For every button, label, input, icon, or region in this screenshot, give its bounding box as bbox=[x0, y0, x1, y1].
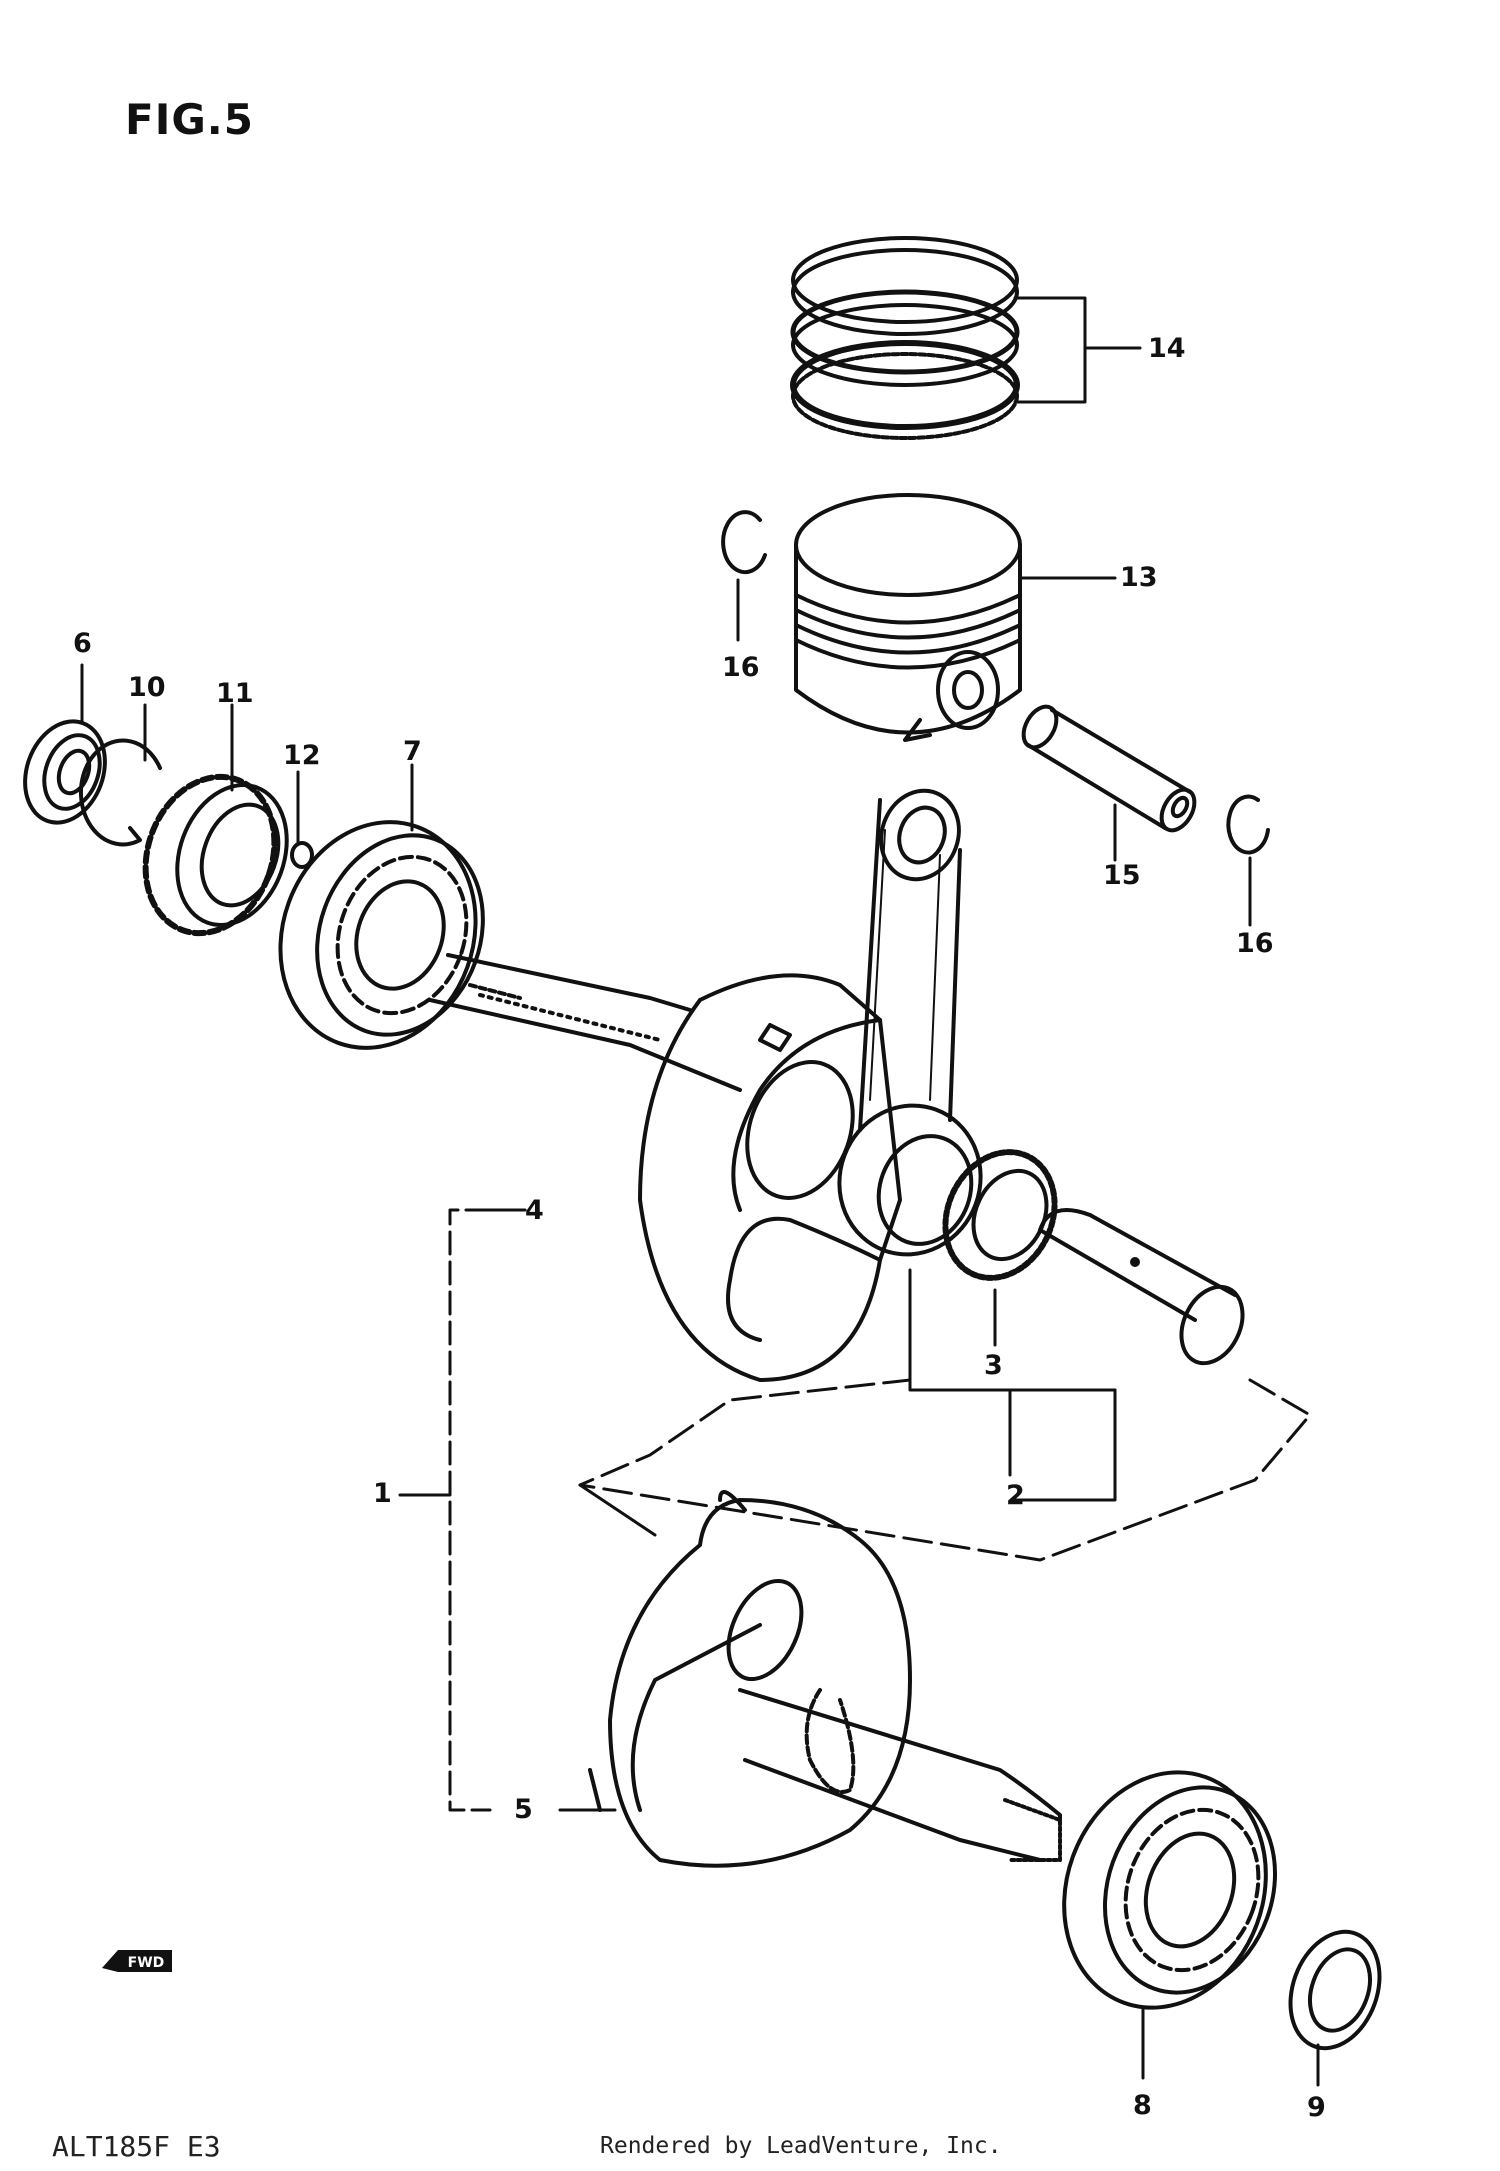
callout-16-left: 16 bbox=[722, 652, 760, 683]
oil-seal-left bbox=[23, 719, 107, 825]
callout-10: 10 bbox=[128, 672, 166, 703]
fwd-arrow-icon: FWD bbox=[102, 1950, 172, 1972]
fwd-label: FWD bbox=[128, 1955, 165, 1971]
callout-15: 15 bbox=[1103, 860, 1141, 891]
callout-12: 12 bbox=[283, 740, 321, 771]
crank-gear bbox=[142, 773, 289, 937]
callout-8: 8 bbox=[1133, 2090, 1152, 2121]
piston-rings bbox=[790, 236, 1020, 440]
callout-1: 1 bbox=[373, 1478, 392, 1509]
piston-pin bbox=[1021, 704, 1197, 833]
callout-13: 13 bbox=[1120, 562, 1158, 593]
callout-4: 4 bbox=[525, 1195, 544, 1226]
woodruff-key bbox=[290, 841, 314, 869]
crankshaft-left-half bbox=[588, 1490, 1062, 1868]
figure-title: FIG.5 bbox=[125, 95, 254, 144]
piston bbox=[794, 493, 1022, 742]
callout-6: 6 bbox=[73, 628, 92, 659]
circlip-right bbox=[1226, 794, 1270, 855]
callout-7: 7 bbox=[403, 736, 422, 767]
callout-2: 2 bbox=[1006, 1480, 1025, 1511]
leader-14 bbox=[1013, 296, 1087, 404]
crank-pin bbox=[1038, 1208, 1245, 1366]
callout-9: 9 bbox=[1307, 2092, 1326, 2123]
callout-14: 14 bbox=[1148, 333, 1186, 364]
callout-16-right: 16 bbox=[1236, 928, 1274, 959]
bearing-right bbox=[1062, 1770, 1278, 2010]
callout-11: 11 bbox=[216, 678, 254, 709]
callout-3: 3 bbox=[984, 1350, 1003, 1381]
circlip-left bbox=[721, 510, 767, 575]
oil-seal-right bbox=[1288, 1929, 1382, 2051]
crankshaft-right-half bbox=[428, 953, 902, 1382]
model-code: ALT185F E3 bbox=[52, 2130, 221, 2163]
connecting-rod bbox=[837, 788, 983, 1257]
callout-5: 5 bbox=[514, 1794, 533, 1825]
render-credit: Rendered by LeadVenture, Inc. bbox=[600, 2133, 1002, 2159]
circlip-10 bbox=[78, 738, 162, 847]
